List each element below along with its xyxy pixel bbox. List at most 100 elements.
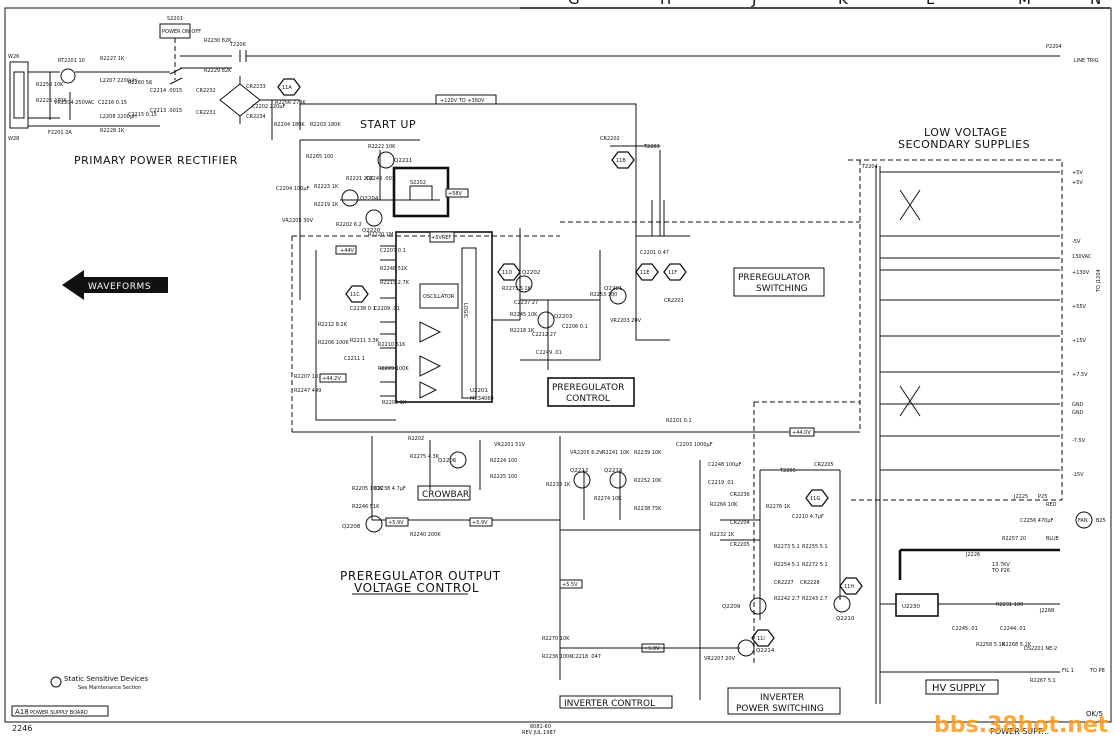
component-label: BLUE	[1046, 536, 1059, 542]
grid-letter: J	[751, 0, 756, 8]
component-label: C2219 .01	[708, 480, 734, 486]
component-label: R2245 10K	[510, 312, 538, 318]
ic-label: U2230	[902, 604, 921, 610]
component-label: R2211 3.3K	[350, 338, 380, 344]
component-label: VR2201 51V	[494, 442, 526, 448]
component-label: TO P8	[1089, 668, 1105, 674]
low-voltage-section: LOW VOLTAGE SECONDARY SUPPLIES T2204	[848, 126, 1063, 704]
voltage-tag: +5VREF	[431, 235, 451, 241]
component-label: R2210 51K	[378, 342, 406, 348]
hex-marker: 11F	[668, 270, 677, 276]
transistor-label: Q2202	[522, 270, 540, 276]
component-label: T2206	[229, 42, 246, 48]
connector-label: W28	[8, 136, 19, 142]
component-label: R2275 4.3K	[410, 454, 440, 460]
component-label: C2213 .0015	[150, 108, 182, 114]
ic-label: OSCILLATOR	[423, 294, 455, 300]
waveforms-label: WAVEFORMS	[88, 282, 151, 292]
component-label: CR2205	[814, 462, 834, 468]
component-label: R2258 5.1K	[976, 642, 1006, 648]
component-label: C2214 .0015	[150, 88, 182, 94]
voltage-tag: +5.9V	[472, 520, 488, 526]
component-label: RT2201 10	[58, 58, 85, 64]
grid-letter: H	[660, 0, 671, 8]
board-name: POWER SUPPLY BOARD	[30, 710, 88, 716]
transistor-label: Q2220	[362, 228, 381, 234]
sheet-border	[4, 7, 1112, 723]
voltage-tag: +58V	[448, 191, 463, 197]
component-label: R2267 5.1	[1030, 678, 1056, 684]
component-label: R2227 1K	[100, 56, 125, 62]
component-label: R2224 100	[490, 458, 517, 464]
section-title: SWITCHING	[756, 284, 808, 294]
t2203-transformer: T2203	[610, 144, 690, 237]
rail-label: GND	[1072, 410, 1084, 416]
component-label: R2223 1K	[314, 184, 339, 190]
component-label: C2209 .01	[374, 306, 400, 312]
transistor-label: Q2201	[604, 286, 622, 292]
component-label: P25	[1038, 494, 1047, 500]
waveforms-arrow: WAVEFORMS	[62, 270, 168, 300]
component-label: J2225	[1013, 494, 1028, 500]
voltage-tag: +5.5V	[562, 582, 578, 588]
component-label: R2256 270K	[275, 100, 306, 106]
component-label: R2219 1K	[314, 202, 339, 208]
component-label: C2202 220µF	[252, 104, 286, 110]
hex-marker: 11G	[810, 496, 820, 502]
transistor-label: Q2213	[604, 468, 623, 474]
crowbar-section: Q2206 CROWBAR R2202 R2275 4.3K VR2201 51…	[342, 436, 560, 538]
component-label: C2215 0.15	[128, 112, 157, 118]
section-title: START UP	[360, 118, 416, 131]
component-label: CR2231	[196, 110, 216, 116]
component-label: C2256 470µF	[1020, 518, 1054, 524]
component-label: C2212 27	[532, 332, 556, 338]
component-label: POWER ON OFF	[162, 29, 201, 35]
component-label: VR2205 6.2V	[570, 450, 603, 456]
component-label: VR2207 20V	[704, 656, 736, 662]
voltage-tag: +5.9V	[388, 520, 404, 526]
component-label: 13.7KV	[992, 562, 1010, 568]
component-label: C2206 0.1	[562, 324, 588, 330]
section-title: PREREGULATOR	[738, 273, 810, 283]
ic-label: MC34060	[470, 396, 494, 402]
component-label: C2238 0.1	[350, 306, 376, 312]
component-label: B25	[1096, 518, 1106, 524]
footer-title: POWER SUPP...	[990, 727, 1049, 736]
right-rail-labels: +5V +5V -5V 130VAC +130V +55V +15V +7.5V…	[1046, 44, 1102, 478]
component-label: R2238 75K	[634, 506, 662, 512]
section-title: POWER SWITCHING	[736, 704, 824, 714]
fan-connector: FAN B25 RED BLUE P25 J2225 C2256 470µF R…	[1002, 494, 1106, 542]
inverter-control-section: Q2212 Q2213 VR2205 6.2V R2241 10K R2239 …	[542, 436, 740, 709]
component-label: R2220 1M	[368, 232, 393, 238]
hv-supply-section: U2230 J2226 13.7KV TO P26 J2268 FIL 1 TO…	[880, 548, 1105, 695]
transistor-label: Q2212	[570, 468, 588, 474]
component-label: C2248 100µF	[708, 462, 742, 468]
watermark: bbs.38hot.net	[934, 713, 1109, 736]
component-label: R2273 5.1	[774, 544, 800, 550]
component-label: R2204 180K	[274, 122, 305, 128]
rail-label: -5V	[1072, 239, 1081, 245]
grid-letter: G	[568, 0, 580, 8]
primary-rectifier-section: W26 W28 RT2201 10 R2250 10K R2226 270K V…	[8, 54, 237, 167]
rail-label: +15V	[1072, 338, 1087, 344]
component-label: VR2203 20V	[610, 318, 642, 324]
component-label: FAN	[1078, 518, 1088, 524]
component-label: R2229 82K	[204, 68, 232, 74]
component-label: S2201	[167, 16, 183, 22]
component-label: R2273 5.1K	[502, 286, 532, 292]
component-label: C2237 27	[514, 300, 538, 306]
component-label: R2254 5.1	[774, 562, 800, 568]
rail-label: +55V	[1072, 304, 1087, 310]
transistor-label: Q2209	[722, 604, 741, 610]
component-label: C2207 0.1	[380, 248, 406, 254]
component-label: R2248 51K	[380, 266, 408, 272]
component-label: J2268	[1039, 608, 1054, 614]
voltage-tag: +120V TO +360V	[440, 98, 485, 104]
static-note-title: Static Sensitive Devices	[64, 675, 148, 683]
hex-markers: 11A 11B 11C 11D 11E 11F 11G 11H 11I	[277, 78, 863, 647]
bridge-rectifier: R2230 82K R2229 82K T2206 CR2232 CR2233 …	[180, 38, 1060, 140]
drawing-rev: REV JUL 1987	[522, 730, 556, 736]
component-label: R2231 100	[996, 602, 1023, 608]
component-label: C2204 100µF	[276, 186, 310, 192]
